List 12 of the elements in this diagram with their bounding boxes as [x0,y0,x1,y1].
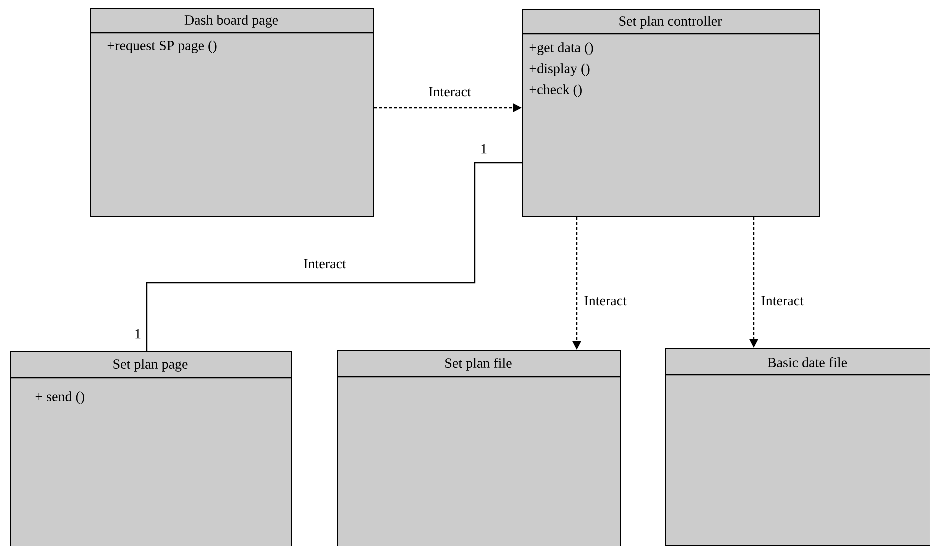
edge-label: Interact [583,295,628,307]
class-box: Set plan file [337,350,622,546]
class-box: Dash board page +request SP page () [90,8,374,218]
edge-label: Interact [760,295,805,307]
class-box: Set plan page + send () [10,351,292,546]
class-box: Basic date file [665,348,930,546]
multiplicity-label: 1 [482,144,487,154]
edge-label: Interact [428,86,472,98]
connector [146,162,522,351]
class-box: Set plan controller +get data () +display () +check () [522,9,820,218]
multiplicity-label: 1 [136,329,141,339]
edge-label: Interact [302,258,348,270]
